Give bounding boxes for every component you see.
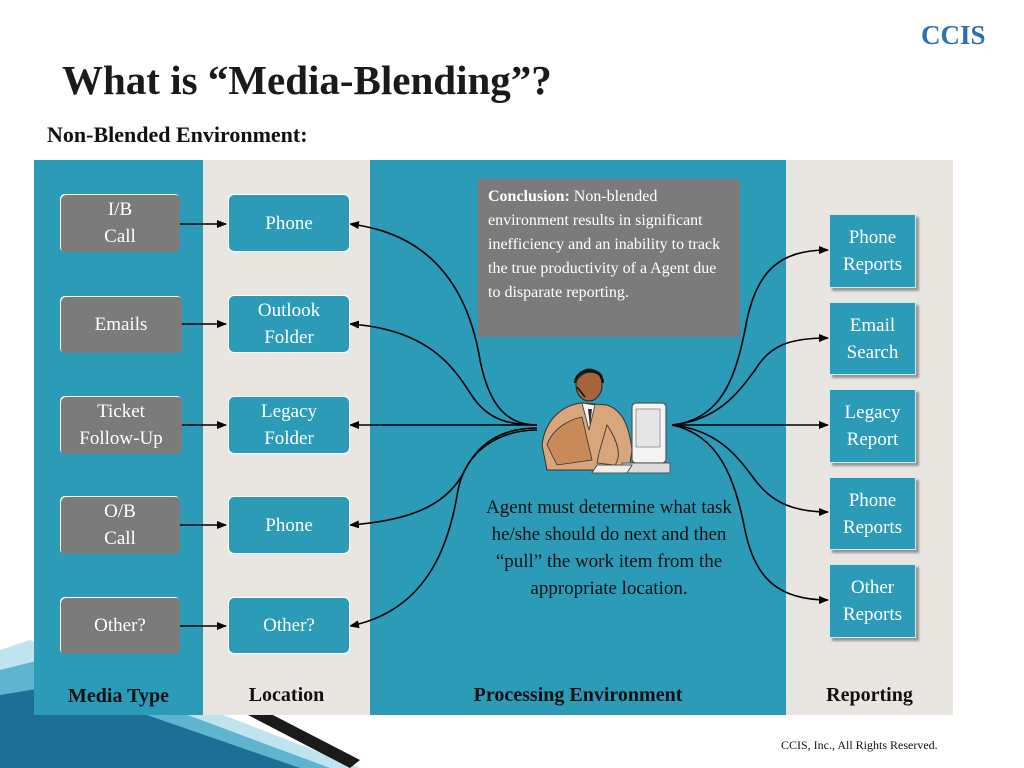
location-box-outlook-folder: Outlook Folder xyxy=(228,295,350,353)
conclusion-box: Conclusion: Non-blended environment resu… xyxy=(478,179,740,337)
media-type-box-other: Other? xyxy=(60,597,180,654)
agent-at-computer-illustration xyxy=(541,368,671,474)
footer-copyright: CCIS, Inc., All Rights Reserved. xyxy=(781,738,938,752)
media-type-box-ib-call: I/B Call xyxy=(60,194,180,252)
report-box-other-reports: Other Reports xyxy=(829,564,916,638)
report-box-phone-reports-2: Phone Reports xyxy=(829,477,916,550)
location-box-phone: Phone xyxy=(228,194,350,252)
media-type-box-ticket-follow-up: Ticket Follow-Up xyxy=(60,396,182,454)
report-box-email-search: Email Search xyxy=(829,302,916,375)
report-box-legacy-report: Legacy Report xyxy=(829,389,916,463)
location-box-phone-2: Phone xyxy=(228,496,350,554)
agent-description-text: Agent must determine what task he/she sh… xyxy=(486,497,732,599)
location-box-legacy-folder: Legacy Folder xyxy=(228,396,350,454)
media-type-box-emails: Emails xyxy=(60,296,182,353)
page-title: What is “Media-Blending”? xyxy=(62,57,552,103)
report-box-phone-reports: Phone Reports xyxy=(829,214,916,288)
column-heading-media-type: Media Type xyxy=(68,685,169,707)
section-subtitle: Non-Blended Environment: xyxy=(47,122,308,147)
conclusion-label: Conclusion: xyxy=(488,188,570,205)
brand-logo-text: CCIS xyxy=(921,20,986,50)
conclusion-text: Non-blended environment results in signi… xyxy=(488,188,721,301)
location-box-other: Other? xyxy=(228,597,350,654)
media-type-box-ob-call: O/B Call xyxy=(60,496,180,554)
column-heading-location: Location xyxy=(248,684,325,706)
column-heading-reporting: Reporting xyxy=(826,684,913,706)
column-heading-processing-environment: Processing Environment xyxy=(473,684,683,706)
